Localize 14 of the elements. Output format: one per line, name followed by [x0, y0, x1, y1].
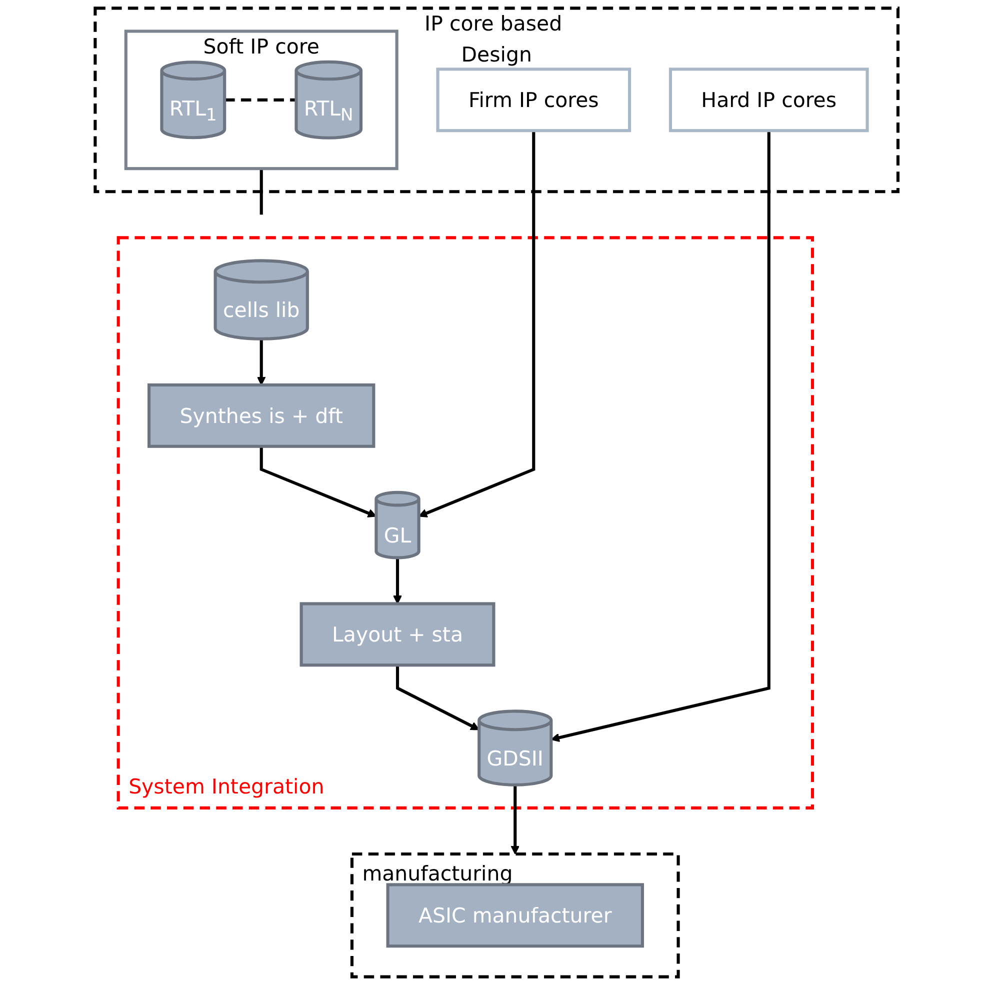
connector [225, 98, 297, 102]
arrow [418, 130, 536, 518]
arrow [257, 338, 266, 386]
connector [260, 168, 264, 215]
node-box: Firm IP cores [436, 68, 632, 132]
arrow [396, 665, 480, 730]
node-box: Hard IP cores [669, 68, 870, 132]
arrow [260, 446, 377, 518]
arrow [551, 130, 771, 742]
node-box: Synthes is + dft [148, 383, 376, 448]
node-box: Layout + sta [300, 602, 496, 667]
arrow [511, 784, 520, 854]
arrow [393, 558, 402, 604]
node-box: ASIC manufacturer [386, 883, 644, 948]
